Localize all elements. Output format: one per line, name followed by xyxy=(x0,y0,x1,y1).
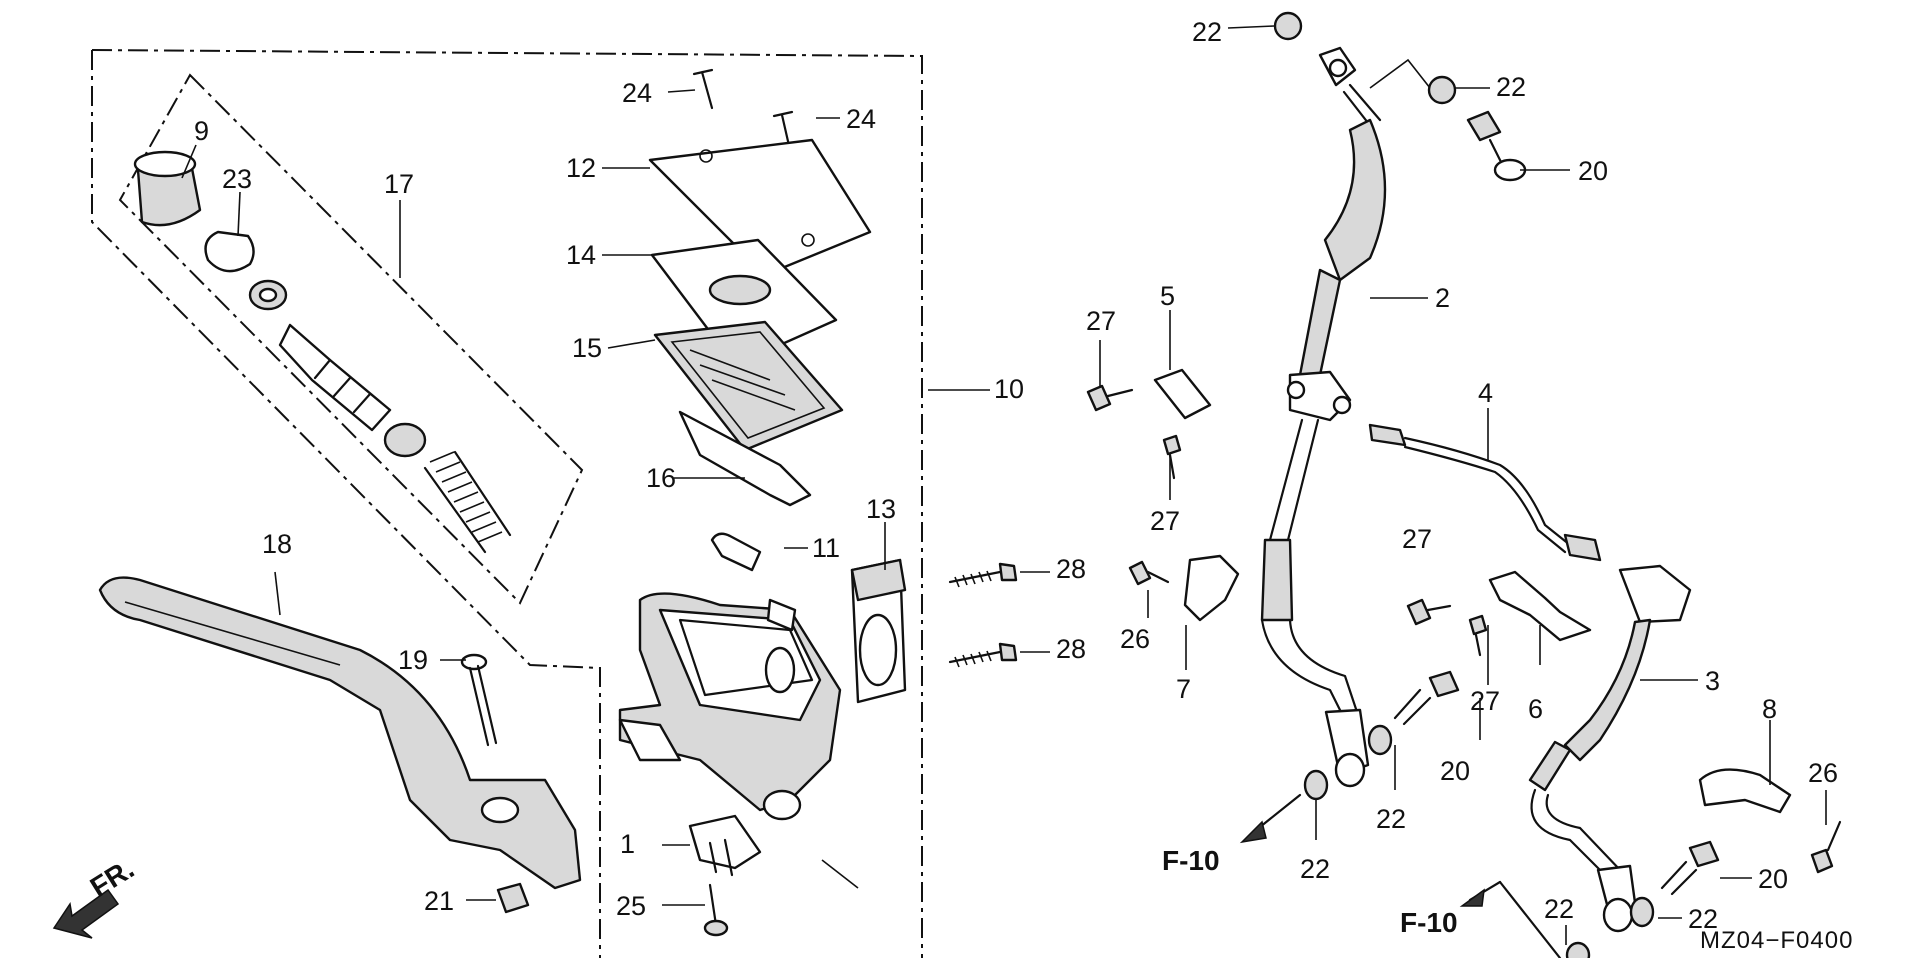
callout-12: 12 xyxy=(566,153,596,183)
callout-25: 25 xyxy=(616,891,646,921)
callout-27c: 27 xyxy=(1402,524,1432,554)
callout-13: 13 xyxy=(866,494,896,524)
callout-11: 11 xyxy=(812,533,840,563)
callout-18: 18 xyxy=(262,529,292,559)
callout-22f: 22 xyxy=(1688,904,1718,934)
callout-19: 19 xyxy=(398,645,428,675)
callout-21: 21 xyxy=(424,886,454,916)
reference-label-f10-left: F-10 xyxy=(1162,845,1220,876)
callout-20a: 20 xyxy=(1578,156,1608,186)
callout-6: 6 xyxy=(1528,694,1543,724)
master-cylinder-body xyxy=(618,592,842,821)
callout-28b: 28 xyxy=(1056,634,1086,664)
callout-24b: 24 xyxy=(846,104,876,134)
diagram-code: MZ04−F0400 xyxy=(1700,927,1853,954)
pivot-bolt-19 xyxy=(460,653,498,747)
leader-lines xyxy=(181,25,1827,945)
callout-5: 5 xyxy=(1160,281,1175,311)
callout-8: 8 xyxy=(1762,694,1777,724)
callout-23: 23 xyxy=(222,164,252,194)
brake-pipe-4 xyxy=(1368,423,1602,562)
callout-24a: 24 xyxy=(622,78,652,108)
callout-26b: 26 xyxy=(1808,758,1838,788)
callout-22b: 22 xyxy=(1496,72,1526,102)
bolts-28 xyxy=(948,562,1018,668)
callout-9: 9 xyxy=(194,116,209,146)
reference-label-f10-right: F-10 xyxy=(1400,907,1458,938)
brake-switch xyxy=(688,814,762,877)
screw-25 xyxy=(703,883,729,937)
callout-22d: 22 xyxy=(1300,854,1330,884)
assembly-outlines xyxy=(91,49,923,958)
callout-27b: 27 xyxy=(1150,506,1180,536)
direction-label: FR. xyxy=(85,853,140,903)
clip-11 xyxy=(710,532,762,572)
callout-27d: 27 xyxy=(1470,686,1500,716)
callout-20c: 20 xyxy=(1758,864,1788,894)
reservoir-cover-stack xyxy=(648,68,872,507)
callout-16: 16 xyxy=(646,463,676,493)
callout-22c: 22 xyxy=(1376,804,1406,834)
callout-26a: 26 xyxy=(1120,624,1150,654)
callout-1: 1 xyxy=(620,829,635,859)
callout-17: 17 xyxy=(384,169,414,199)
callout-2: 2 xyxy=(1435,283,1450,313)
callout-14: 14 xyxy=(566,240,596,270)
holder-13 xyxy=(850,558,907,704)
callout-27a: 27 xyxy=(1086,306,1116,336)
brake-hose-2 xyxy=(1260,11,1457,788)
callout-15: 15 xyxy=(572,333,602,363)
callout-28a: 28 xyxy=(1056,554,1086,584)
piston-kit xyxy=(133,150,512,554)
callout-22e: 22 xyxy=(1544,894,1574,924)
reference-arrows xyxy=(52,793,1562,958)
callout-3: 3 xyxy=(1705,666,1720,696)
callout-numbers: 1 2 3 4 5 6 7 8 9 10 11 12 13 14 15 16 1… xyxy=(194,17,1838,934)
callout-22a: 22 xyxy=(1192,17,1222,47)
callout-4: 4 xyxy=(1478,378,1493,408)
callout-7: 7 xyxy=(1176,674,1191,704)
small-hardware xyxy=(1086,110,1842,958)
callout-10: 10 xyxy=(994,374,1024,404)
nut-21 xyxy=(496,882,530,914)
brake-hose-3 xyxy=(1528,564,1692,933)
callout-20b: 20 xyxy=(1440,756,1470,786)
brake-lever xyxy=(98,576,582,890)
